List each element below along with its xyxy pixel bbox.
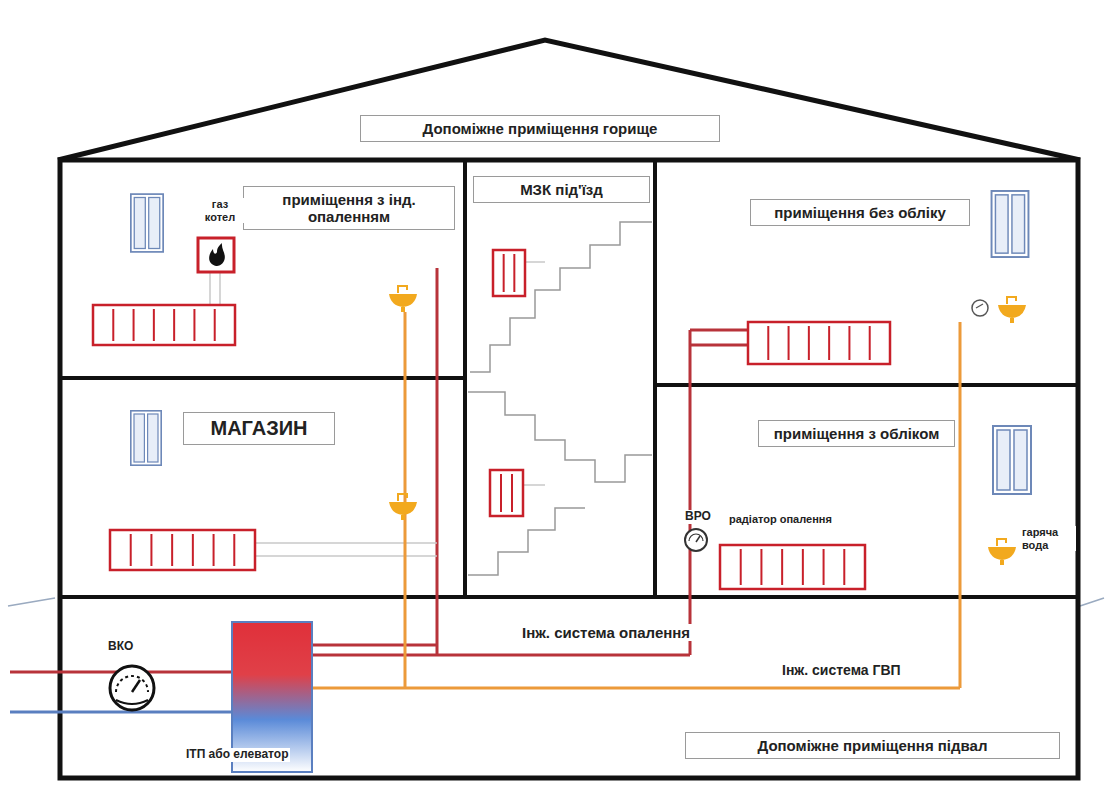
branch-pipes (210, 262, 545, 556)
callout-label: газ котел (196, 198, 244, 223)
radiator-section (171, 534, 173, 566)
ground-line (8, 598, 55, 606)
window (992, 191, 1029, 257)
callout-label: ВКО (106, 640, 135, 654)
window (131, 194, 163, 252)
radiator (748, 322, 890, 364)
radiator-section (193, 309, 195, 341)
room-label-box: приміщення з інд. опаленням (243, 186, 455, 230)
sink (998, 297, 1026, 323)
radiator (110, 530, 255, 570)
room-label: приміщення з інд. опаленням (252, 191, 446, 225)
window (993, 426, 1031, 494)
callout-label: радіатор опалення (727, 513, 834, 526)
radiator-section (500, 474, 502, 512)
callout-label: Інж. система ГВП (780, 662, 903, 678)
water-meter (972, 300, 988, 316)
sink (988, 539, 1016, 565)
room-label: МАГАЗИН (192, 417, 326, 440)
radiator-section (150, 534, 152, 566)
meter-base (116, 700, 148, 704)
radiator-section (828, 326, 830, 360)
roof (58, 40, 1080, 160)
ground-line (1080, 598, 1104, 606)
meter-dial (689, 534, 703, 541)
room-label-box: Допоміжне приміщення підвал (685, 732, 1060, 759)
radiator-section (213, 534, 215, 566)
radiator-section (843, 549, 845, 585)
room-label: Допоміжне приміщення горище (369, 120, 711, 137)
flame-icon (209, 243, 225, 266)
radiator (490, 470, 523, 516)
radiator-section (503, 254, 505, 292)
meter-dial (116, 676, 148, 692)
radiator-section (233, 534, 235, 566)
radiator-section (740, 549, 742, 585)
radiator-section (788, 326, 790, 360)
radiator-section (869, 326, 871, 360)
room-label: Допоміжне приміщення підвал (694, 737, 1051, 754)
radiator-section (130, 534, 132, 566)
room-label-box: приміщення без обліку (750, 199, 970, 226)
building-heat-meter (110, 666, 154, 710)
room-label-box: МАГАЗИН (183, 412, 335, 445)
room-label: МЗК під'їзд (482, 181, 641, 198)
radiator-section (823, 549, 825, 585)
radiator-section (153, 309, 155, 341)
radiator (720, 545, 865, 589)
sink (389, 494, 417, 520)
wall (653, 160, 657, 597)
radiator-section (112, 309, 114, 341)
staircase (470, 222, 652, 372)
house-wall (60, 160, 1078, 778)
radiator (493, 250, 525, 296)
hot-water-pipes (312, 312, 960, 688)
radiator-section (767, 326, 769, 360)
staircase (468, 508, 585, 575)
callout-label: Інж. система опалення (520, 624, 692, 641)
radiator (93, 305, 235, 345)
room-label-box: приміщення з обліком (758, 420, 955, 447)
radiator-section (848, 326, 850, 360)
callout-label: ІТП або елеватор (184, 748, 290, 762)
apartment-heat-meter (685, 529, 707, 551)
radiator-section (214, 309, 216, 341)
room-label-box: МЗК під'їзд (473, 176, 650, 203)
staircase (468, 392, 652, 482)
heating-pipes (10, 268, 748, 672)
radiator-section (781, 549, 783, 585)
sink (389, 286, 417, 312)
radiator-section (192, 534, 194, 566)
radiator-section (808, 326, 810, 360)
meter-needle (132, 680, 140, 692)
radiator-section (760, 549, 762, 585)
radiator-section (513, 254, 515, 292)
radiator-section (802, 549, 804, 585)
return-pipe (10, 711, 232, 714)
room-label: приміщення без обліку (759, 204, 961, 221)
meter-needle (696, 536, 700, 542)
radiator-section (511, 474, 513, 512)
callout-label: гаряча вода (1020, 526, 1076, 551)
window (131, 411, 161, 465)
floor (60, 595, 1078, 599)
floor (655, 383, 1078, 387)
callout-label: ВРО (683, 510, 713, 524)
radiator-section (133, 309, 135, 341)
room-label-box: Допоміжне приміщення горище (360, 115, 720, 142)
radiator-section (173, 309, 175, 341)
room-label: приміщення з обліком (767, 425, 946, 442)
gas-boiler (198, 238, 234, 272)
meter-needle (976, 304, 983, 308)
